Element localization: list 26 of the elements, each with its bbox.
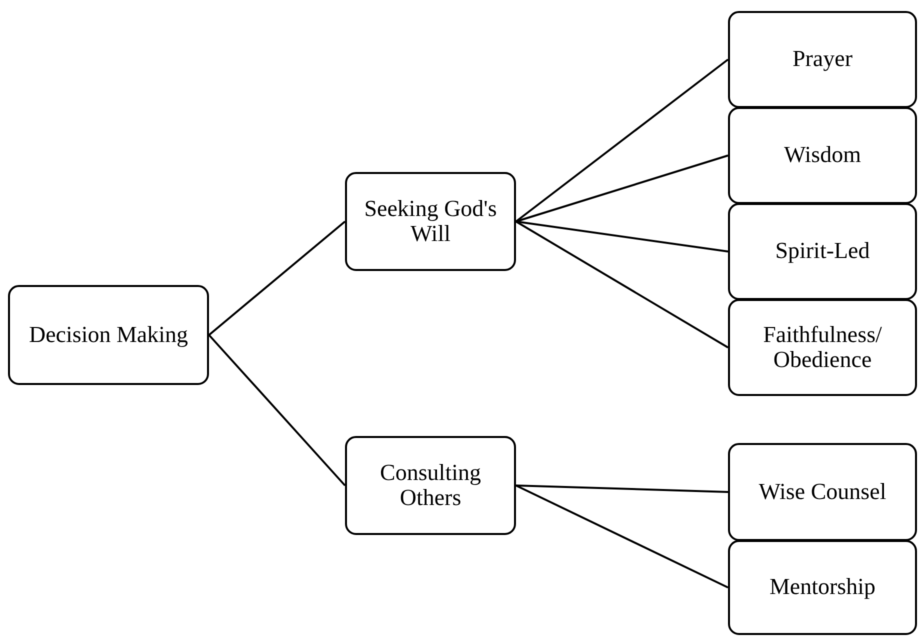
node-label: Seeking God's Will — [363, 197, 498, 246]
tree-node-box — [345, 436, 516, 535]
connector-line — [208, 220, 346, 336]
tree-node-box — [728, 11, 917, 108]
node-label: Spirit-Led — [775, 239, 870, 264]
connector-line — [516, 484, 728, 493]
connector-line — [208, 334, 346, 486]
connector-line — [515, 58, 729, 222]
tree-node-box — [728, 299, 917, 396]
connector-line — [516, 220, 728, 252]
node-label: Prayer — [792, 47, 853, 72]
node-label: Wise Counsel — [758, 480, 886, 504]
tree-node-box — [728, 203, 917, 300]
tree-node-box — [345, 172, 516, 271]
tree-node-box — [728, 443, 917, 541]
connector-line — [516, 484, 728, 588]
connector-line — [515, 220, 729, 348]
node-label: Mentorship — [769, 575, 876, 600]
tree-node-box — [8, 285, 209, 385]
node-label: Consulting Others — [379, 461, 482, 510]
tree-node-box — [728, 107, 917, 204]
node-label: Wisdom — [784, 143, 862, 168]
tree-node-box — [728, 540, 917, 635]
node-label: Decision Making — [28, 322, 188, 348]
connector-line — [516, 154, 728, 222]
node-label: Faithfulness/ Obedience — [762, 323, 883, 372]
